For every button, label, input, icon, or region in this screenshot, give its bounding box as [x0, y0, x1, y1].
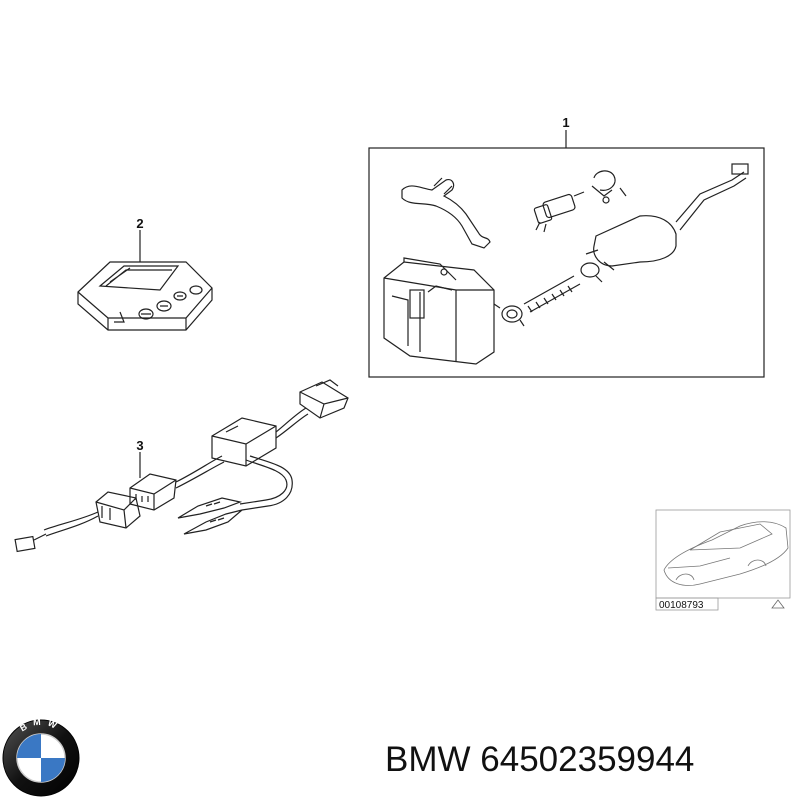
- cable-to-clamps: [239, 455, 293, 511]
- flexible-hose: [523, 275, 581, 313]
- hose-clamp-lower: [493, 303, 525, 327]
- coolant-hose: [401, 177, 491, 249]
- part-3-wiring-harness: [14, 379, 349, 553]
- caption-brand: BMW: [385, 740, 471, 779]
- callout-3: 3: [136, 438, 143, 453]
- exhaust-silencer: [585, 163, 749, 271]
- fuel-pump: [533, 191, 585, 233]
- part-2-control-unit: [77, 230, 213, 331]
- control-button-3: [173, 291, 187, 301]
- heater-unit: [383, 257, 495, 365]
- main-cable: [175, 455, 225, 489]
- lead-wire-left: [43, 511, 99, 537]
- thumbnail-frame: [655, 509, 791, 599]
- part-1-kit: [368, 130, 765, 378]
- thumbnail-code-box: [655, 597, 719, 611]
- callout-1: 1: [562, 115, 569, 130]
- pipe-clamp-top: [591, 170, 627, 204]
- lead-terminal: [14, 535, 36, 553]
- control-housing: [77, 261, 213, 331]
- car-outline: [663, 521, 789, 586]
- pipe-clamp-middle: [580, 262, 603, 283]
- bmw-logo: BMW: [2, 717, 80, 797]
- harness-module: [211, 417, 277, 467]
- callout-2: 2: [136, 216, 143, 231]
- harness-socket: [95, 491, 141, 529]
- kit-frame: [368, 147, 765, 378]
- thumbnail-code: 00108793: [659, 600, 704, 611]
- vehicle-thumbnail: [655, 509, 791, 611]
- control-button-1: [138, 308, 154, 320]
- cable-to-dsub: [275, 407, 309, 439]
- alligator-clamp-1: [177, 497, 243, 519]
- control-display: [98, 265, 180, 291]
- dsub-connector: [299, 379, 349, 419]
- control-button-4: [189, 285, 203, 295]
- warning-triangle-icon: [771, 599, 785, 609]
- alligator-clamp-2: [183, 509, 243, 535]
- caption-part-number: 64502359944: [480, 740, 695, 779]
- control-button-2: [156, 300, 172, 312]
- part-caption: BMW 64502359944: [385, 735, 790, 785]
